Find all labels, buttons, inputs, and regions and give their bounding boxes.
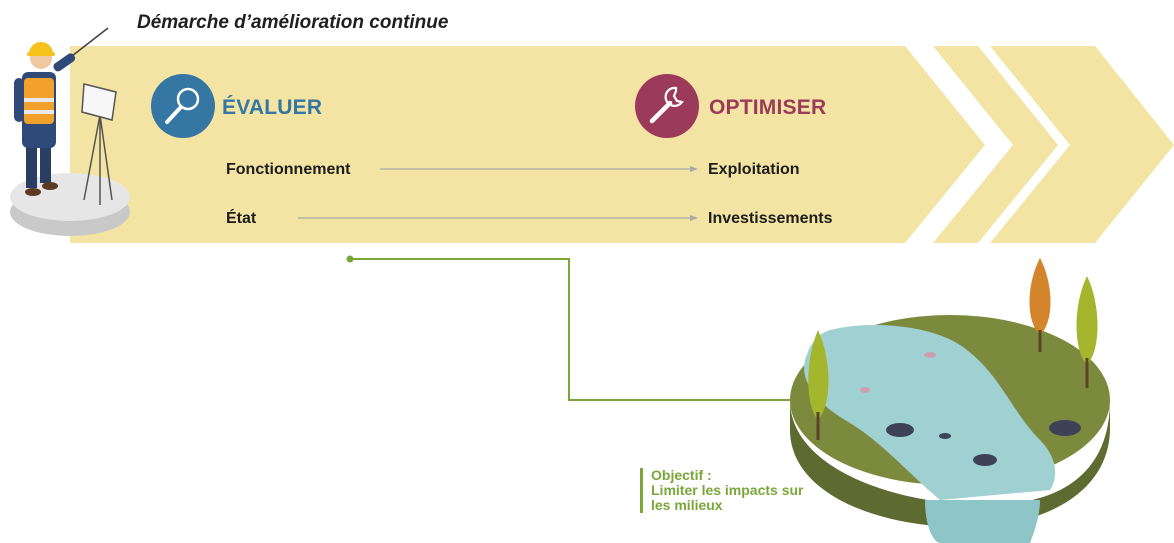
optimise-step-title: OPTIMISER (709, 96, 827, 119)
objective-heading: Objectif : (651, 467, 712, 483)
flow-target-label: Investissements (708, 210, 833, 227)
banner-chevron-2 (990, 46, 1174, 243)
objective-callout: Objectif : Limiter les impacts sur les m… (640, 468, 851, 513)
page-title: Démarche d’amélioration continue (137, 12, 449, 33)
flow-source-label: État (226, 210, 257, 227)
river-ecosystem-illustration (790, 258, 1110, 543)
engineer-with-easel-illustration (10, 27, 130, 236)
objective-line: les milieux (651, 497, 723, 513)
wrench-icon (635, 74, 699, 138)
banner-main (70, 46, 985, 243)
objective-line: Limiter les impacts sur (651, 482, 804, 498)
feedback-connector (346, 255, 790, 401)
flow-source-label: Fonctionnement (226, 161, 351, 178)
flow-arrow-1 (380, 166, 698, 172)
banner-chevron-1 (933, 46, 1058, 243)
flow-arrow-2 (298, 215, 698, 221)
magnifier-icon (151, 74, 215, 138)
flow-target-label: Exploitation (708, 161, 800, 178)
evaluate-step-title: ÉVALUER (222, 96, 323, 119)
